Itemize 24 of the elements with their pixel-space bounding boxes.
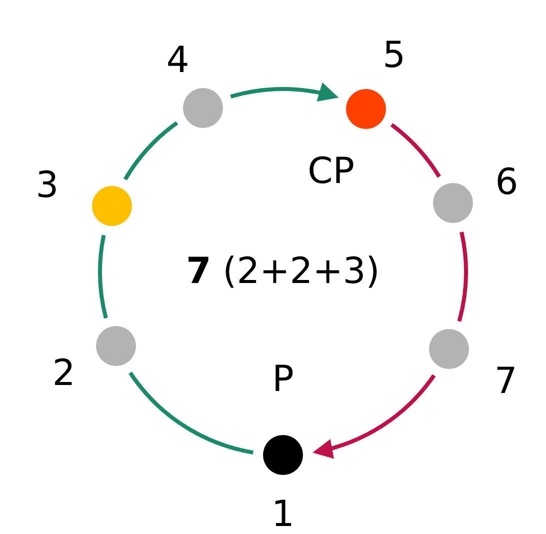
- dot-marker: [182, 88, 223, 128]
- dot-marker: [263, 435, 303, 475]
- arc-arrow: [230, 83, 339, 103]
- node-label: P: [272, 362, 294, 398]
- node-number: 7: [494, 364, 518, 400]
- arc-segment: [128, 372, 254, 454]
- node-number: 5: [382, 38, 406, 74]
- dot-marker: [96, 326, 136, 366]
- arc-segment: [390, 123, 441, 178]
- arc-segment: [98, 234, 108, 319]
- dot-marker: [432, 183, 473, 224]
- node-number: 1: [272, 497, 294, 533]
- node-number: 2: [52, 356, 76, 392]
- arc-arrow: [312, 374, 436, 458]
- node-number: 4: [166, 42, 190, 79]
- arc-segment: [123, 121, 178, 181]
- dot-marker: [428, 329, 469, 370]
- center-label: 7 (2+2+3): [186, 254, 380, 290]
- node-label: CP: [308, 154, 354, 190]
- node-number: 6: [495, 165, 518, 202]
- node-number: 3: [36, 168, 59, 204]
- arc-segment: [457, 232, 468, 322]
- dot-marker: [346, 88, 386, 129]
- dot-marker: [92, 186, 132, 226]
